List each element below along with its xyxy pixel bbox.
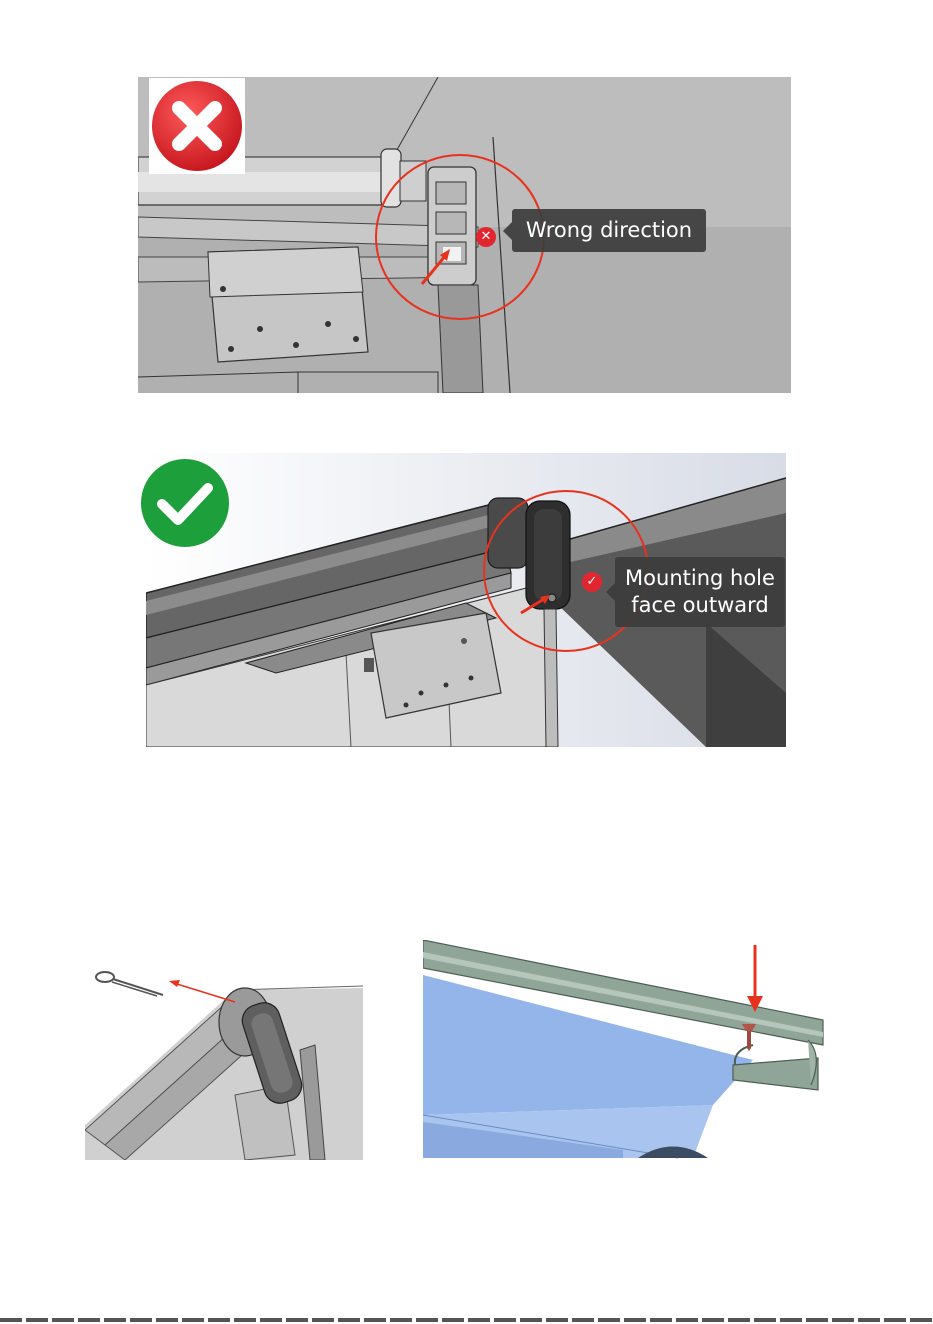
page-footer-rule	[0, 1318, 933, 1322]
screw-icon	[741, 1021, 757, 1051]
cross-dot-icon: ✕	[476, 227, 496, 247]
rail-screw-figure	[423, 940, 833, 1160]
mounting-hole-text-line1: Mounting hole	[615, 565, 785, 592]
cotter-pin-icon	[93, 968, 165, 998]
wrong-badge	[149, 78, 245, 174]
mounting-hole-callout: Mounting hole face outward	[615, 557, 785, 627]
rail-screw-drawing	[423, 940, 833, 1160]
correct-badge	[140, 458, 230, 548]
mounting-hole-text-line2: face outward	[615, 592, 785, 619]
cross-icon	[149, 78, 245, 174]
wrong-direction-callout: Wrong direction	[512, 209, 706, 252]
check-dot-icon: ✓	[582, 572, 602, 592]
wrong-direction-text: Wrong direction	[526, 218, 692, 242]
check-icon	[140, 458, 230, 548]
